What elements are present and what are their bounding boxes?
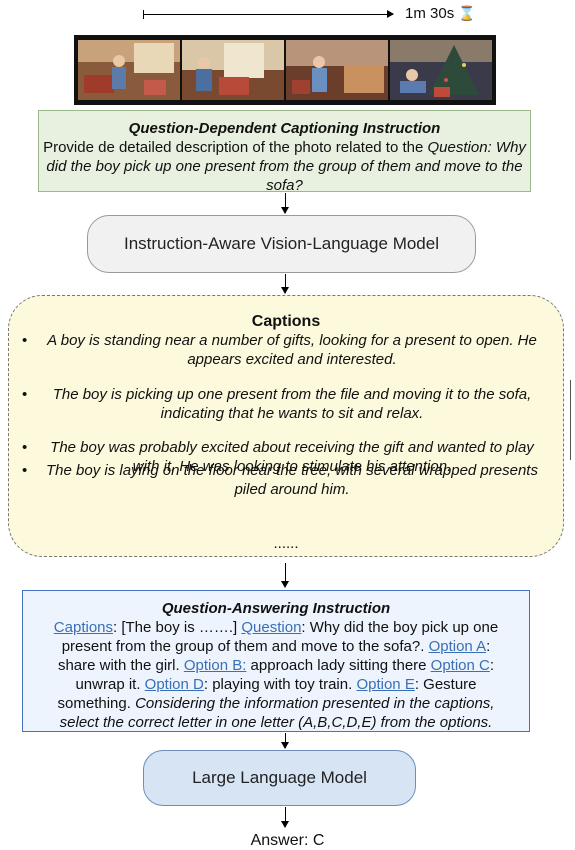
caption-text: The boy is laying on the floor near the …: [46, 462, 538, 498]
video-frames-illustration: [78, 40, 492, 100]
caption-item: • The boy is picking up one present from…: [22, 385, 540, 423]
qa-captions-value: : [The boy is …….]: [113, 619, 242, 636]
qa-question-value: : Why did the boy pick up one present fr…: [61, 619, 499, 655]
caption-item: • The boy was probably excited about rec…: [22, 438, 540, 476]
captions-box: [8, 295, 564, 557]
video-duration: 1m 30s: [405, 5, 455, 22]
arrow-2: [281, 274, 289, 294]
video-frames-strip: [74, 35, 496, 105]
caption-item: • A boy is standing near a number of gif…: [22, 331, 540, 369]
qdc-question: Why did the boy pick up one present from…: [46, 139, 526, 194]
captions-ellipsis: ......: [273, 535, 299, 552]
option-e-label: Option E: [356, 676, 415, 693]
arrow-1: [281, 193, 289, 214]
qa-body: Captions: [The boy is …….] Question: Why…: [41, 618, 511, 732]
arrow-4: [281, 733, 289, 749]
side-divider: [570, 380, 571, 460]
vision-language-model-box: Instruction-Aware Vision-Language Model: [87, 215, 476, 273]
bullet-icon: •: [22, 439, 28, 456]
bullet-icon: •: [22, 386, 28, 403]
video-frame-2: [182, 40, 284, 100]
hourglass-icon: ⌛: [458, 5, 476, 21]
option-a-text: : share with the girl.: [57, 638, 491, 674]
qdc-title: Question-Dependent Captioning Instructio…: [128, 120, 441, 137]
option-b-label: Option B:: [183, 657, 247, 674]
option-c-label: Option C: [430, 657, 490, 674]
qa-captions-label: Captions: [53, 619, 113, 636]
answer-text: Answer: C: [250, 832, 325, 849]
arrow-3: [281, 563, 289, 588]
bullet-icon: •: [22, 462, 28, 479]
captions-title: Captions: [251, 313, 321, 330]
caption-item: • The boy is laying on the floor near th…: [22, 461, 540, 499]
qa-title: Question-Answering Instruction: [161, 600, 391, 617]
qa-question-label: Question: [241, 619, 302, 636]
option-a-label: Option A: [428, 638, 487, 655]
question-dependent-captioning-box: Question-Dependent Captioning Instructio…: [38, 110, 531, 195]
option-c-text: : unwrap it.: [75, 657, 495, 693]
timeline-arrow: [143, 10, 394, 19]
video-frame-4: [390, 40, 492, 100]
caption-text: The boy was probably excited about recei…: [50, 439, 534, 475]
large-language-model-box: Large Language Model: [143, 750, 416, 806]
bullet-icon: •: [22, 332, 28, 349]
video-frame-3: [286, 40, 388, 100]
option-d-text: : playing with toy train.: [203, 676, 357, 693]
video-frame-1: [78, 40, 180, 100]
qdc-line1: Provide de detailed description of the p…: [43, 139, 428, 156]
option-d-label: Option D: [144, 676, 204, 693]
option-b-text: approach lady sitting there: [246, 657, 431, 674]
qa-instruction: Considering the information presented in…: [59, 695, 495, 731]
caption-text: The boy is picking up one present from t…: [52, 386, 532, 422]
caption-text: A boy is standing near a number of gifts…: [47, 332, 537, 368]
qdc-question-label: Question:: [427, 139, 492, 156]
arrow-5: [281, 807, 289, 828]
question-answering-instruction-box: Question-Answering Instruction Captions:…: [22, 590, 530, 732]
option-e-text: : Gesture something.: [57, 676, 477, 712]
qdc-text: Provide de detailed description of the p…: [39, 138, 530, 195]
